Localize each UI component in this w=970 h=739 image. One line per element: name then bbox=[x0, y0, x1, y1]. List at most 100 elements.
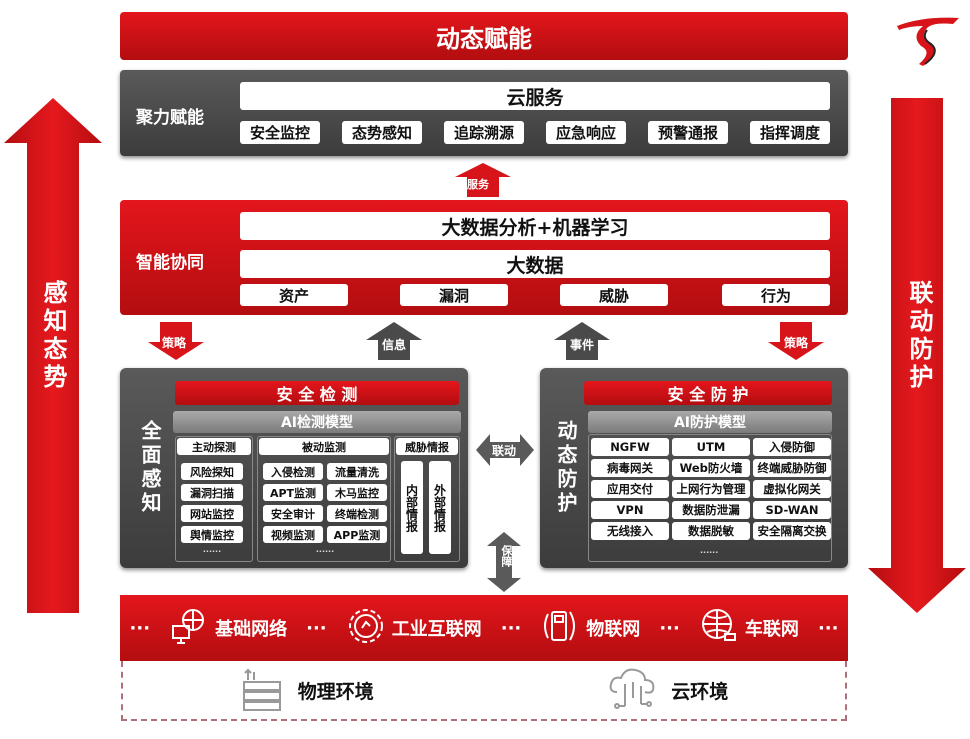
cloud-circuit-icon bbox=[609, 668, 655, 709]
protection-item: 病毒网关 bbox=[591, 459, 669, 477]
smart-category-item: 资产 bbox=[240, 284, 348, 306]
policy-right-label: 策略 bbox=[784, 336, 809, 350]
protection-item: 上网行为管理 bbox=[672, 480, 750, 498]
passive-item: 流量清洗 bbox=[327, 463, 387, 480]
intel-item: 外部情报 bbox=[429, 461, 451, 554]
iot-device-icon bbox=[540, 606, 580, 651]
protection-item: UTM bbox=[672, 438, 750, 456]
cloud-service-item: 指挥调度 bbox=[750, 121, 830, 144]
policy-down-arrow-right bbox=[768, 322, 824, 360]
side-right-label: 联动防护 bbox=[905, 280, 933, 392]
active-group bbox=[175, 436, 253, 562]
guarantee-double-arrow bbox=[487, 532, 521, 592]
cloud-service-item: 应急响应 bbox=[546, 121, 626, 144]
cloud-service-item: 预警通报 bbox=[648, 121, 728, 144]
service-up-arrow bbox=[455, 163, 511, 197]
policy-down-arrow-left bbox=[148, 322, 204, 360]
physical-env: 物理环境 bbox=[240, 668, 374, 712]
passive-item: 视频监测 bbox=[263, 526, 323, 543]
network-label: 工业互联网 bbox=[391, 619, 482, 640]
detection-model: AI检测模型 bbox=[173, 411, 461, 433]
network-label: 车联网 bbox=[744, 619, 799, 640]
passive-item: APP监测 bbox=[327, 526, 387, 543]
active-item: 风险探知 bbox=[181, 463, 243, 480]
cloud-service-item: 态势感知 bbox=[342, 121, 422, 144]
ml-bar: 大数据分析+机器学习 bbox=[240, 212, 830, 240]
passive-title: 被动监测 bbox=[259, 438, 389, 455]
smart-category-item: 威胁 bbox=[560, 284, 668, 306]
passive-item: 安全审计 bbox=[263, 505, 323, 522]
side-left-label: 感知态势 bbox=[39, 280, 67, 392]
ellipsis: ··· bbox=[306, 617, 327, 639]
monitor-globe-icon bbox=[169, 606, 209, 651]
protection-title: 安 全 防 护 bbox=[584, 381, 832, 405]
network-iot: 物联网 bbox=[540, 606, 640, 651]
info-label: 信息 bbox=[382, 338, 407, 352]
detection-label: 全面感知 bbox=[138, 420, 162, 516]
network-label: 基础网络 bbox=[215, 619, 288, 640]
protection-item: Web防火墙 bbox=[672, 459, 750, 477]
cloud-service-item: 追踪溯源 bbox=[444, 121, 524, 144]
ellipsis: ··· bbox=[659, 617, 680, 639]
linkage-label: 联动 bbox=[492, 444, 517, 458]
active-item: 漏洞扫描 bbox=[181, 484, 243, 501]
linkage-double-arrow bbox=[476, 434, 534, 466]
ellipsis: ··· bbox=[129, 617, 151, 639]
smart-category-item: 行为 bbox=[722, 284, 830, 306]
protection-item: 入侵防御 bbox=[753, 438, 831, 456]
bigdata-bar: 大数据 bbox=[240, 250, 830, 278]
protection-item: SD-WAN bbox=[753, 501, 831, 519]
active-title: 主动探测 bbox=[177, 438, 251, 455]
network-basic: 基础网络 bbox=[169, 606, 287, 651]
active-item: 舆情监控 bbox=[181, 526, 243, 543]
up-arrow-perception bbox=[4, 98, 102, 613]
active-more: ······ bbox=[202, 546, 222, 556]
cloud-service-bar: 云服务 bbox=[240, 82, 830, 110]
protection-item: 应用交付 bbox=[591, 480, 669, 498]
protection-item: 无线接入 bbox=[591, 522, 669, 540]
protection-item: 虚拟化网关 bbox=[753, 480, 831, 498]
policy-left-label: 策略 bbox=[162, 336, 187, 350]
smart-layer-label: 智能协同 bbox=[136, 253, 204, 273]
network-vehicle: 车联网 bbox=[699, 606, 799, 651]
intel-title: 威胁情报 bbox=[396, 438, 458, 455]
info-up-arrow bbox=[366, 322, 422, 360]
protection-item: NGFW bbox=[591, 438, 669, 456]
passive-more: ······ bbox=[315, 546, 335, 556]
logo-icon bbox=[897, 17, 959, 66]
cloud-env: 云环境 bbox=[607, 666, 728, 714]
ellipsis: ··· bbox=[500, 617, 522, 639]
physical-env-label: 物理环境 bbox=[297, 680, 374, 703]
protection-label: 动态防护 bbox=[554, 420, 578, 516]
smart-category-item: 漏洞 bbox=[400, 284, 508, 306]
event-up-arrow bbox=[554, 322, 610, 360]
protection-item: VPN bbox=[591, 501, 669, 519]
protection-item: 数据防泄漏 bbox=[672, 501, 750, 519]
intel-group bbox=[394, 436, 460, 562]
down-arrow-linkage bbox=[868, 98, 966, 613]
guarantee-label: 保障 bbox=[500, 545, 513, 567]
server-rack-icon bbox=[242, 668, 281, 711]
service-arrow-label: 服务 bbox=[467, 178, 489, 191]
network-row: ···基础网络···工业互联网···物联网···车联网··· bbox=[120, 595, 848, 661]
network-industrial: 工业互联网 bbox=[346, 606, 482, 651]
passive-item: 入侵检测 bbox=[263, 463, 323, 480]
network-label: 物联网 bbox=[586, 619, 641, 640]
protection-more: ······ bbox=[700, 548, 719, 557]
protection-item: 终端威胁防御 bbox=[753, 459, 831, 477]
header-title: 动态赋能 bbox=[436, 24, 532, 53]
network-band bbox=[120, 595, 848, 661]
passive-item: APT监测 bbox=[263, 484, 323, 501]
detection-title: 安 全 检 测 bbox=[175, 381, 459, 405]
cloud-layer-label: 聚力赋能 bbox=[136, 108, 204, 128]
event-label: 事件 bbox=[570, 338, 595, 352]
protection-grid-frame bbox=[588, 434, 832, 562]
protection-item: 数据脱敏 bbox=[672, 522, 750, 540]
active-item: 网站监控 bbox=[181, 505, 243, 522]
passive-item: 木马监控 bbox=[327, 484, 387, 501]
header-bar: 动态赋能 bbox=[120, 12, 848, 60]
cloud-service-item: 安全监控 bbox=[240, 121, 320, 144]
environment-box: 物理环境 云环境 bbox=[121, 661, 847, 721]
passive-group bbox=[257, 436, 391, 562]
intel-item: 内部情报 bbox=[401, 461, 423, 554]
